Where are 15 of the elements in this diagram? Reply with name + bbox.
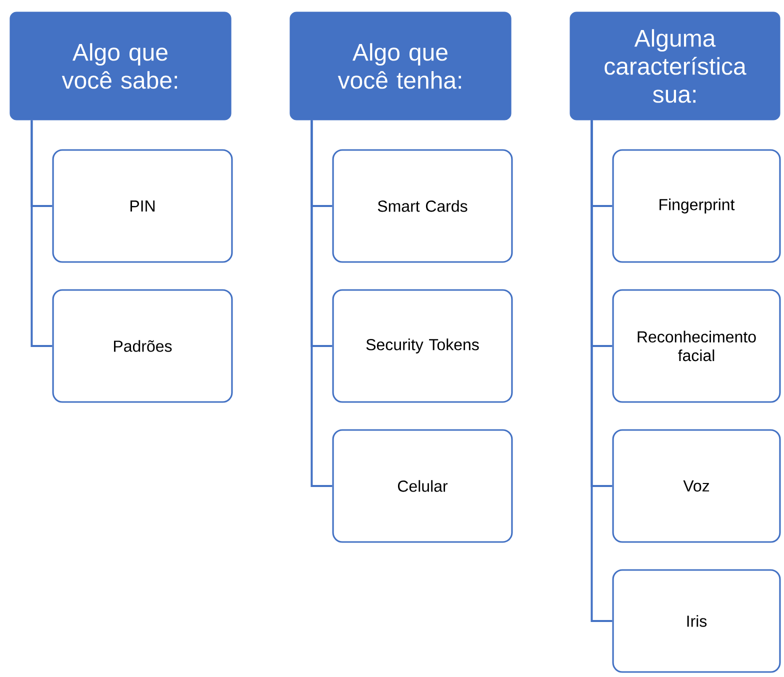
item-box: PIN: [52, 149, 233, 263]
item-box: Smart Cards: [332, 149, 513, 263]
category-box: Alguma característica sua:: [570, 12, 780, 120]
category-box: Algo que você sabe:: [10, 12, 232, 120]
item-box: Celular: [332, 429, 513, 543]
connector-line: [590, 120, 612, 622]
connector-line: [310, 120, 332, 487]
item-box: Reconhecimento facial: [612, 289, 781, 403]
item-box: Padrões: [52, 289, 233, 403]
category-box: Algo que você tenha:: [290, 12, 512, 120]
item-box: Security Tokens: [332, 289, 513, 403]
item-box: Voz: [612, 429, 781, 543]
item-box: Fingerprint: [612, 149, 781, 263]
item-box: Iris: [612, 569, 781, 673]
connector-line: [30, 120, 52, 347]
